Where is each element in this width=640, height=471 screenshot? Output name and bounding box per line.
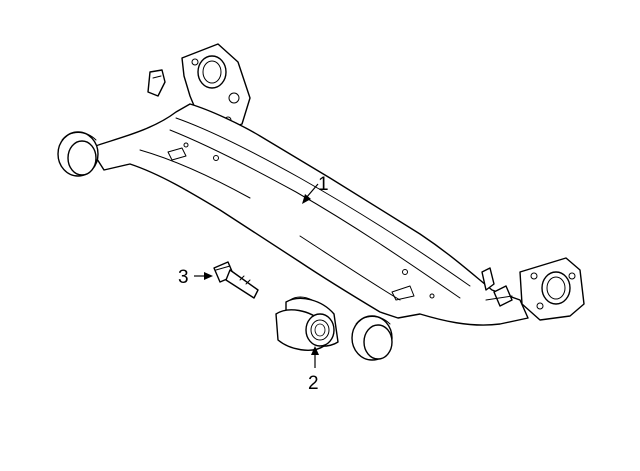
callout-leader-1 [302,183,319,204]
callout-number-3: 3 [178,267,189,288]
bolt[interactable] [213,261,259,299]
rear-axle-beam[interactable] [57,43,585,361]
callout-number-1: 1 [318,174,329,195]
bushing[interactable] [275,296,339,351]
callout-leader-3 [194,272,213,280]
callout-number-2: 2 [308,373,319,394]
callout-leader-2 [311,346,319,368]
